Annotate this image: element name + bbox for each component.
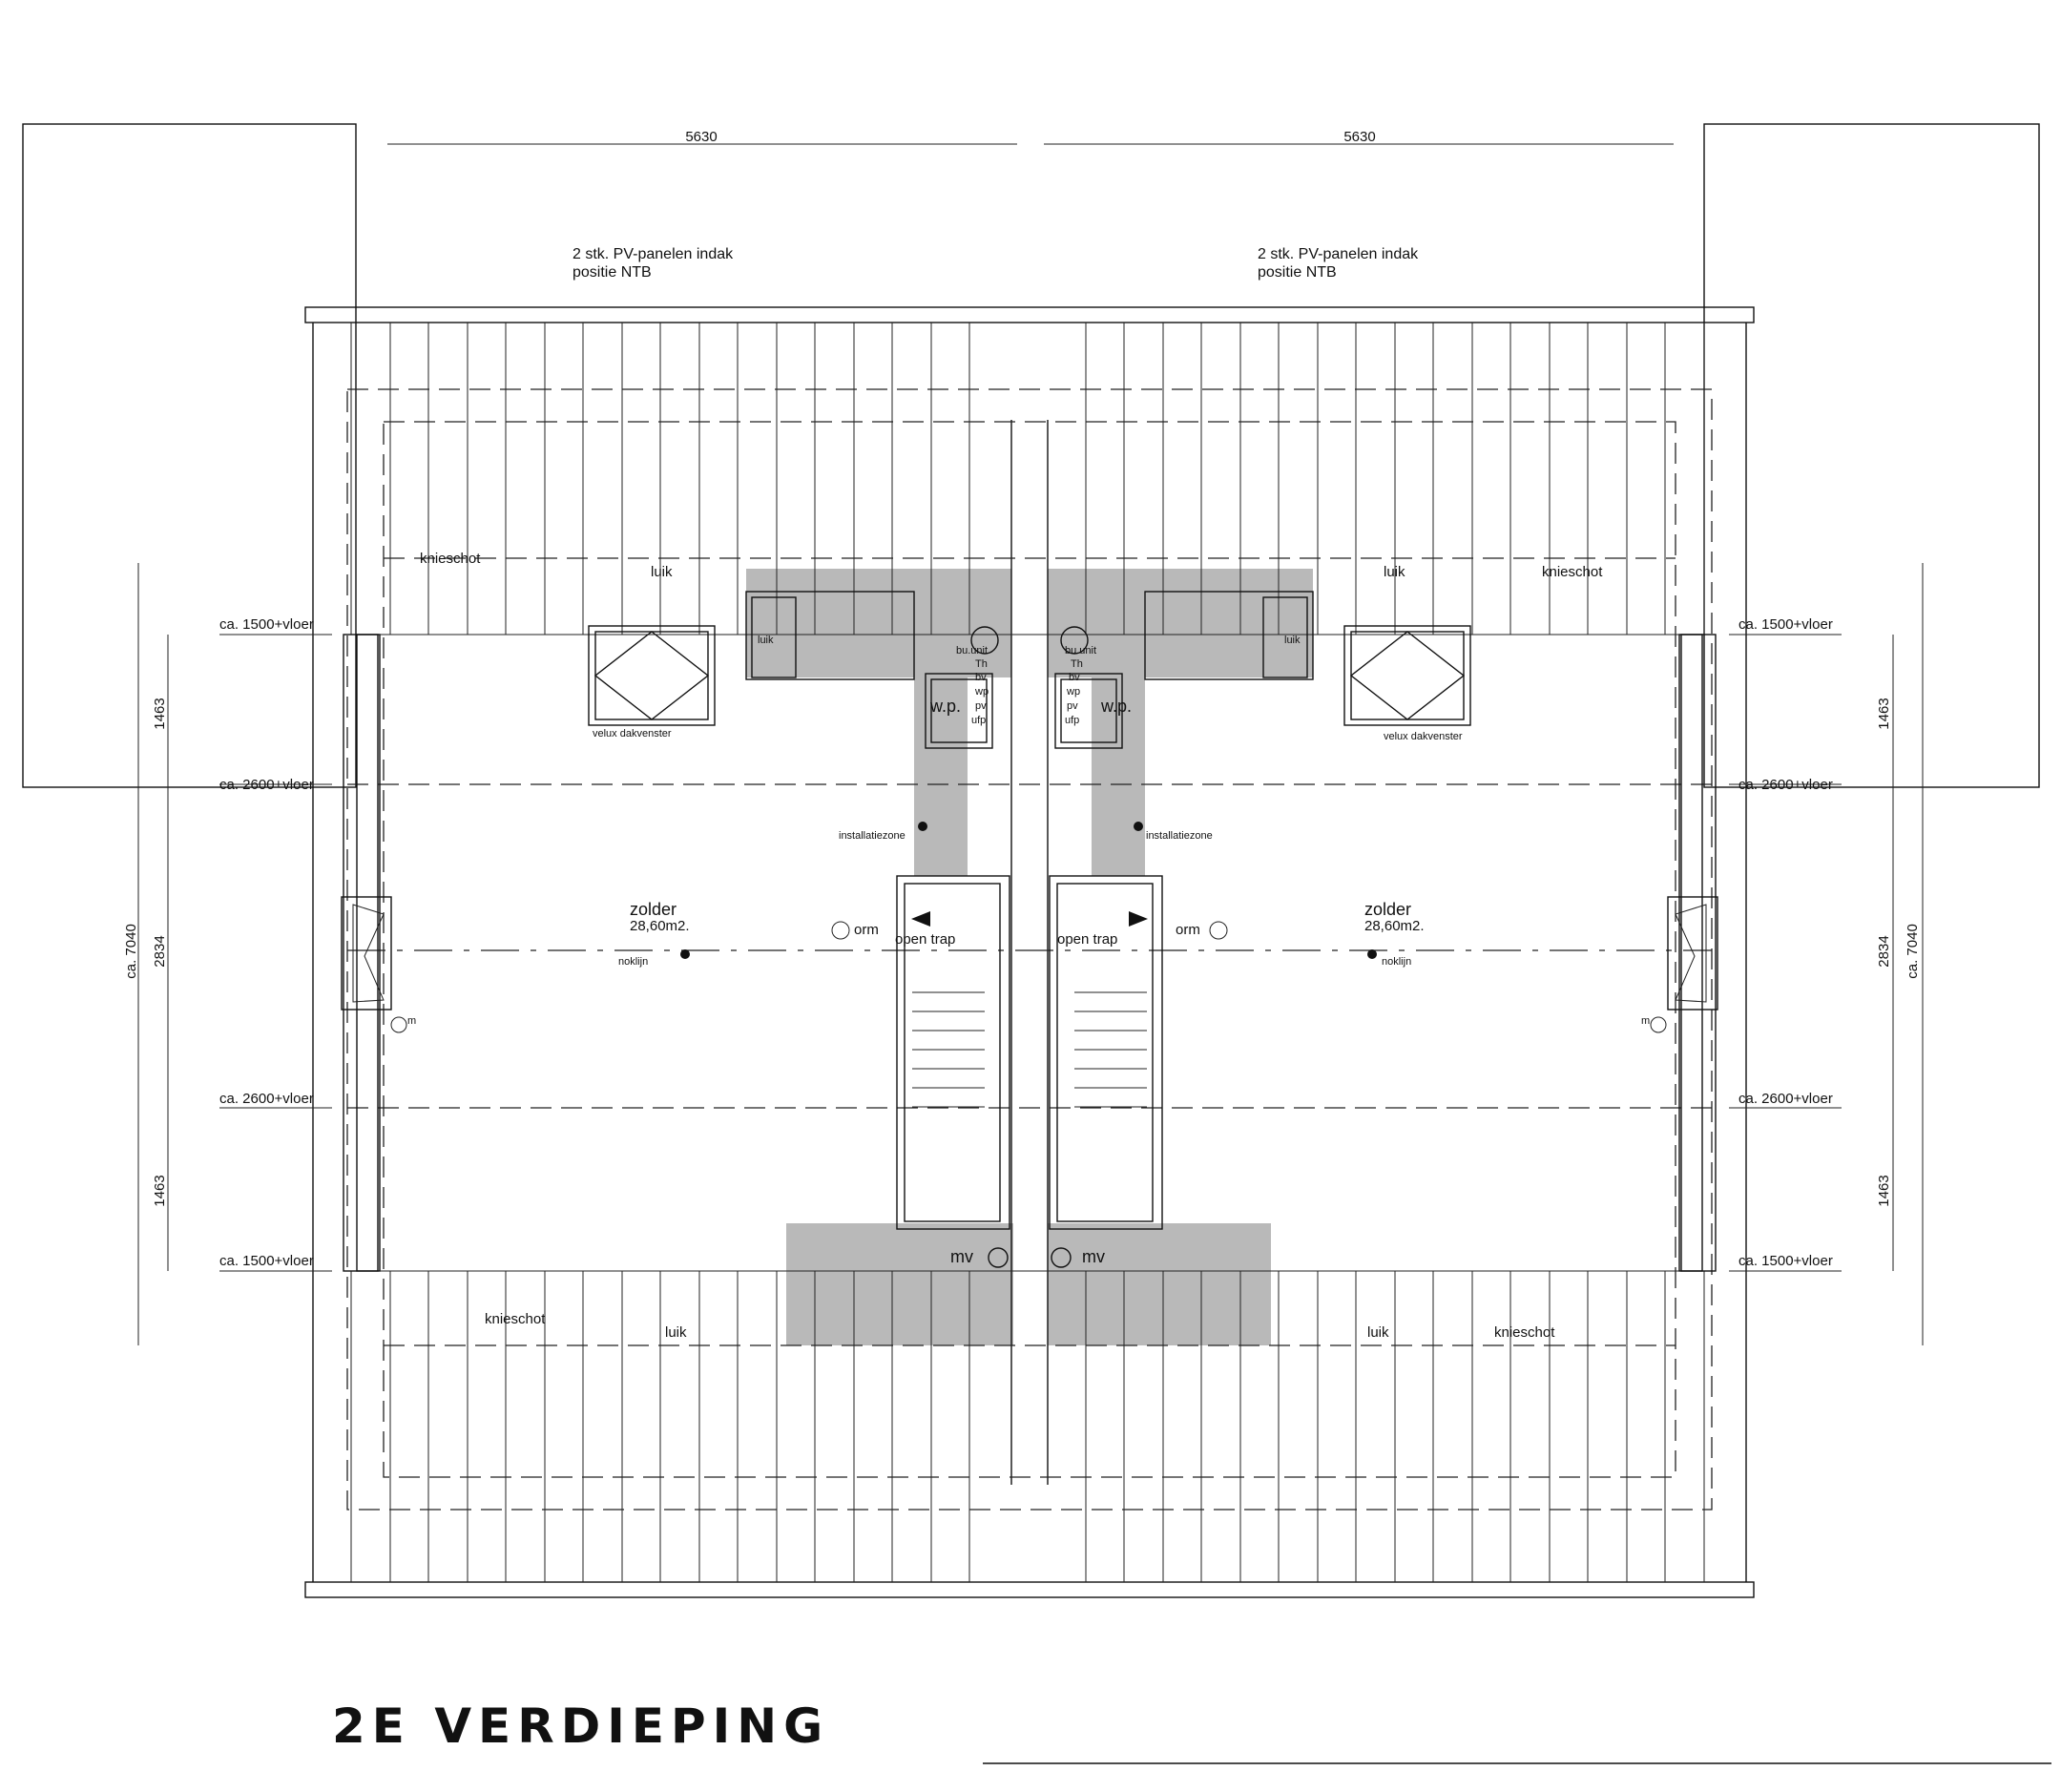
unit-right-5: ufp bbox=[1065, 715, 1079, 726]
knieschot-top-right: knieschot bbox=[1542, 564, 1603, 580]
side-walls bbox=[343, 634, 1717, 1272]
luik-top-right: luik bbox=[1384, 564, 1405, 580]
luik-top-left: luik bbox=[651, 564, 673, 580]
wp-left: w.p. bbox=[929, 697, 961, 716]
dim-mid-right: 2834 bbox=[1876, 935, 1892, 967]
installation-unit-labels: bu.unit Th bv wp pv ufp bu.unit Th bv wp… bbox=[956, 645, 1096, 726]
unit-right-0: bu.unit bbox=[1065, 645, 1096, 656]
stair-arrow-left bbox=[911, 911, 930, 927]
height-right-3: ca. 2600+vloer bbox=[1738, 1091, 1833, 1107]
m-right: m bbox=[1641, 1015, 1650, 1027]
height-left-1: ca. 1500+vloer bbox=[219, 616, 314, 633]
room-name-left: zolder bbox=[630, 900, 677, 919]
installatiezone-right: installatiezone bbox=[1146, 830, 1213, 842]
knieschot-bottom-right: knieschot bbox=[1494, 1324, 1555, 1341]
noklijn-left: noklijn bbox=[618, 956, 648, 968]
pv-left-line1: 2 stk. PV-panelen indak bbox=[572, 246, 734, 262]
dim-width-right: 5630 bbox=[1343, 129, 1375, 145]
stair-steps bbox=[912, 991, 1147, 1108]
unit-left-4: pv bbox=[975, 700, 987, 712]
dashed-structure-lines bbox=[345, 388, 1714, 1511]
knieschot-top-left: knieschot bbox=[420, 551, 481, 567]
dim-mid-left: 2834 bbox=[152, 935, 168, 967]
heat-pump-boxes bbox=[925, 626, 1123, 749]
dim-top-left: 1463 bbox=[152, 698, 168, 729]
open-trap-left: open trap bbox=[895, 931, 955, 948]
luik-hatch-right: luik bbox=[1284, 635, 1301, 646]
dim-top-right: 1463 bbox=[1876, 698, 1892, 729]
room-area-left: 28,60m2. bbox=[630, 918, 690, 934]
unit-left-1: Th bbox=[975, 658, 988, 670]
orm-right: orm bbox=[1176, 922, 1200, 938]
velux-left: velux dakvenster bbox=[593, 728, 672, 740]
side-windows bbox=[341, 896, 1718, 1011]
room-labels: knieschot luik luik knieschot luik luik … bbox=[407, 551, 1650, 1341]
noklijn-right: noklijn bbox=[1382, 956, 1411, 968]
dim-total-right: ca. 7040 bbox=[1905, 924, 1921, 979]
page-title: 2E VERDIEPING bbox=[332, 1698, 830, 1754]
dim-bottom-right: 1463 bbox=[1876, 1175, 1892, 1206]
mv-right: mv bbox=[1082, 1247, 1105, 1266]
dim-width-left: 5630 bbox=[685, 129, 717, 145]
unit-left-2: bv bbox=[975, 672, 987, 683]
unit-left-5: ufp bbox=[971, 715, 986, 726]
dimension-lines bbox=[137, 143, 1924, 1345]
pv-right-line2: positie NTB bbox=[1258, 264, 1337, 281]
installatiezone-left: installatiezone bbox=[839, 830, 906, 842]
wp-right: w.p. bbox=[1100, 697, 1132, 716]
height-left-3: ca. 2600+vloer bbox=[219, 1091, 314, 1107]
open-trap-right: open trap bbox=[1057, 931, 1117, 948]
velux-right: velux dakvenster bbox=[1384, 731, 1463, 742]
room-area-right: 28,60m2. bbox=[1364, 918, 1425, 934]
height-left-4: ca. 1500+vloer bbox=[219, 1253, 314, 1269]
unit-right-2: bv bbox=[1069, 672, 1080, 683]
velux-windows bbox=[588, 625, 1471, 726]
knieschot-bottom-left: knieschot bbox=[485, 1311, 546, 1327]
staircases bbox=[896, 875, 1163, 1230]
unit-right-4: pv bbox=[1067, 700, 1078, 712]
stair-arrow-right bbox=[1129, 911, 1148, 927]
unit-left-3: wp bbox=[974, 686, 989, 698]
installation-zones bbox=[746, 569, 1313, 1345]
luik-bottom-right: luik bbox=[1367, 1324, 1389, 1341]
orm-left: orm bbox=[854, 922, 879, 938]
m-left: m bbox=[407, 1015, 416, 1027]
luik-bottom-left: luik bbox=[665, 1324, 687, 1341]
unit-right-3: wp bbox=[1066, 686, 1080, 698]
room-name-right: zolder bbox=[1364, 900, 1411, 919]
dimension-texts: 5630 5630 1463 2834 1463 ca. 7040 1463 2… bbox=[123, 129, 1921, 1207]
roof-hatches bbox=[745, 591, 1314, 680]
height-right-2: ca. 2600+vloer bbox=[1738, 777, 1833, 793]
height-labels: ca. 1500+vloer ca. 2600+vloer ca. 2600+v… bbox=[219, 616, 1833, 1269]
height-right-1: ca. 1500+vloer bbox=[1738, 616, 1833, 633]
pv-left-line2: positie NTB bbox=[572, 264, 652, 281]
neighbour-buildings bbox=[22, 123, 2040, 788]
roof-rafter-lines bbox=[350, 323, 1705, 1582]
unit-left-0: bu.unit bbox=[956, 645, 988, 656]
roof-outline bbox=[304, 306, 1755, 1598]
pv-panel-notes: 2 stk. PV-panelen indak positie NTB 2 st… bbox=[572, 246, 1419, 281]
pv-right-line1: 2 stk. PV-panelen indak bbox=[1258, 246, 1419, 262]
height-right-4: ca. 1500+vloer bbox=[1738, 1253, 1833, 1269]
dim-bottom-left: 1463 bbox=[152, 1175, 168, 1206]
dim-total-left: ca. 7040 bbox=[123, 924, 139, 979]
height-left-2: ca. 2600+vloer bbox=[219, 777, 314, 793]
unit-right-1: Th bbox=[1071, 658, 1083, 670]
ventilation-symbols bbox=[390, 822, 1667, 1268]
luik-hatch-left: luik bbox=[758, 635, 774, 646]
mv-left: mv bbox=[950, 1247, 973, 1266]
